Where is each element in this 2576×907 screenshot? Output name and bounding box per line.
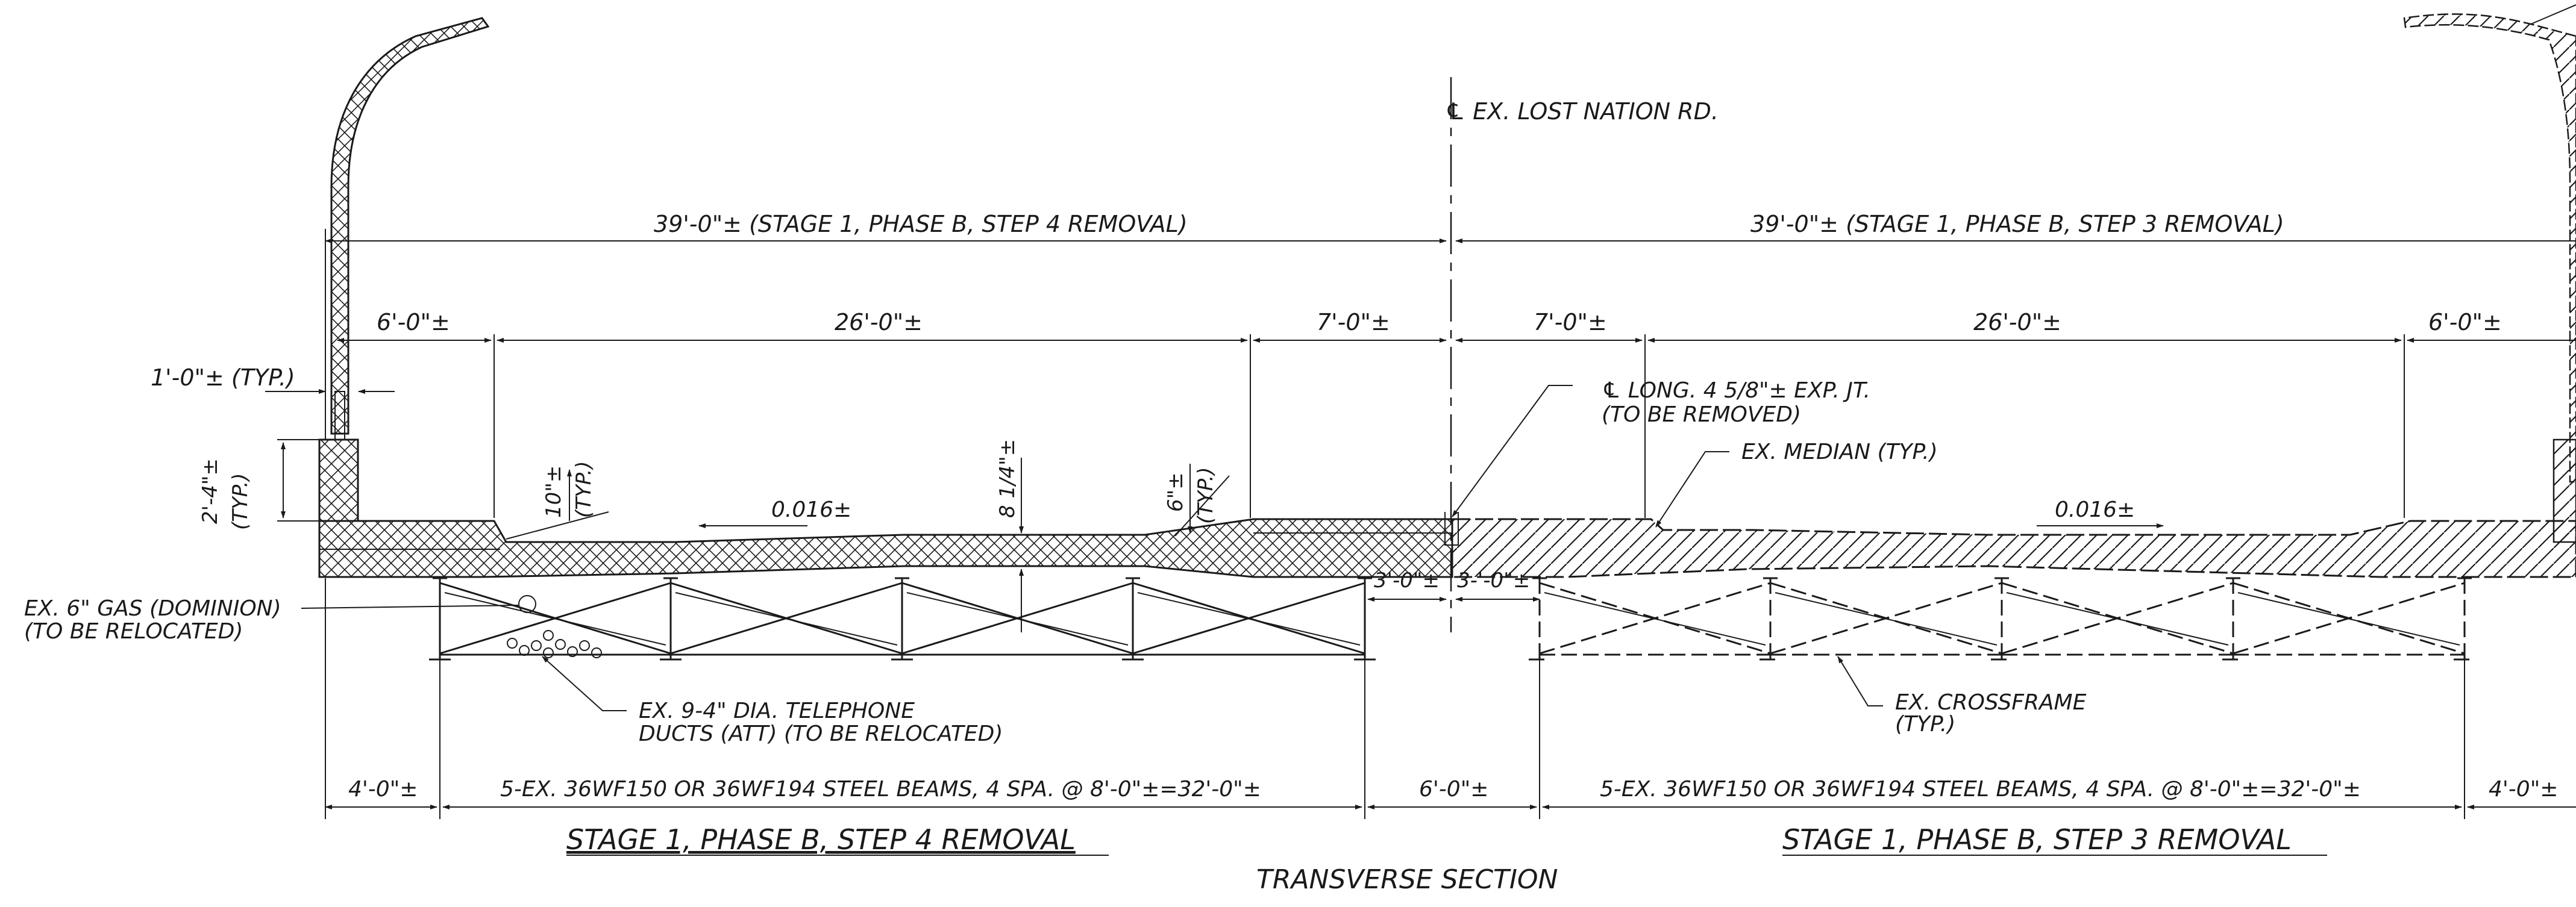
note-rail-width: 1'-0"± (TYP.) bbox=[151, 364, 295, 391]
note-curb-typ: (TYP.) bbox=[572, 461, 596, 518]
dim-overhang-left: 4'-0"± bbox=[348, 777, 418, 802]
note-gas-line2: (TO BE RELOCATED) bbox=[24, 619, 243, 644]
right-crossframe-4 bbox=[2233, 582, 2465, 656]
right-beam-5 bbox=[2454, 577, 2475, 661]
dim-26ft-left: 26'-0"± bbox=[835, 309, 923, 335]
left-crossframe-1 bbox=[439, 582, 671, 656]
left-beam-1 bbox=[429, 577, 451, 661]
right-crossframe-2 bbox=[1770, 582, 2002, 656]
left-beam-5 bbox=[1354, 577, 1376, 661]
note-deck-depth: 8 1/4"± bbox=[995, 439, 1020, 518]
dim-center-gap: 6'-0"± bbox=[1419, 777, 1488, 802]
gas-pipe bbox=[518, 595, 536, 613]
left-beam-3 bbox=[891, 577, 913, 661]
left-crossframe-2 bbox=[670, 582, 903, 656]
note-gas-line1: EX. 6" GAS (DOMINION) bbox=[24, 596, 281, 621]
note-gap-left: 3'-0"± bbox=[1374, 569, 1440, 593]
note-median: EX. MEDIAN (TYP.) bbox=[1741, 440, 1938, 464]
leader-ducts bbox=[542, 656, 627, 711]
note-crossframe-line1: EX. CROSSFRAME bbox=[1895, 690, 2087, 715]
dim-beams-right: 5-EX. 36WF150 OR 36WF194 STEEL BEAMS, 4 … bbox=[1600, 777, 2361, 802]
right-crossframe-1 bbox=[1539, 582, 1771, 656]
note-parapet-typ: (TYP.) bbox=[228, 473, 252, 530]
leader-median-depth bbox=[1174, 475, 1230, 537]
note-slope-right: 0.016± bbox=[2055, 497, 2135, 522]
note-median-typ: (TYP.) bbox=[1194, 467, 1218, 524]
left-crossframe-4 bbox=[1132, 582, 1365, 656]
left-crossframe-3 bbox=[901, 582, 1133, 656]
dim-6ft-left: 6'-0"± bbox=[377, 309, 450, 335]
leader-crossframe bbox=[1837, 656, 1883, 706]
left-beam-4 bbox=[1122, 577, 1144, 661]
note-ducts-line1: EX. 9-4" DIA. TELEPHONE bbox=[639, 699, 915, 723]
expansion-joint bbox=[1444, 512, 1459, 546]
deck-right bbox=[1451, 518, 2576, 578]
title-right: STAGE 1, PHASE B, STEP 3 REMOVAL bbox=[1782, 823, 2292, 856]
dim-7ft-left: 7'-0"± bbox=[1317, 309, 1390, 335]
beams-left bbox=[429, 577, 1376, 661]
note-curb-height: 10"± bbox=[542, 466, 566, 518]
light-pole-right bbox=[2403, 4, 2576, 543]
title-main: TRANSVERSE SECTION bbox=[1256, 864, 1558, 895]
note-gap-right: 3-'-0"± bbox=[1457, 569, 1530, 593]
telephone-ducts bbox=[507, 630, 602, 658]
title-left: STAGE 1, PHASE B, STEP 4 REMOVAL bbox=[566, 823, 1076, 856]
centerline-label: ℄ EX. LOST NATION RD. bbox=[1445, 98, 1719, 125]
dim-7ft-right: 7'-0"± bbox=[1534, 309, 1607, 335]
dim-beams-left: 5-EX. 36WF150 OR 36WF194 STEEL BEAMS, 4 … bbox=[500, 777, 1261, 802]
leader-expansion-joint bbox=[1452, 385, 1573, 517]
note-median-depth: 6"± bbox=[1164, 472, 1188, 512]
dim-26ft-right: 26'-0"± bbox=[1973, 309, 2061, 335]
dim-overhang-right: 4'-0"± bbox=[2489, 777, 2558, 802]
right-beam-1 bbox=[1529, 577, 1550, 661]
right-crossframe-3 bbox=[2001, 582, 2234, 656]
deck-left bbox=[318, 438, 1453, 578]
dim-overall-left: 39'-0"± (STAGE 1, PHASE B, STEP 4 REMOVA… bbox=[654, 211, 1188, 237]
leader-curb bbox=[506, 511, 609, 540]
right-beam-3 bbox=[1991, 577, 2013, 661]
note-ducts-line2: DUCTS (ATT) (TO BE RELOCATED) bbox=[639, 722, 1003, 746]
note-joint-line2: (TO BE REMOVED) bbox=[1602, 402, 1801, 427]
note-crossframe-line2: (TYP.) bbox=[1895, 712, 1955, 737]
beams-right bbox=[1529, 577, 2475, 661]
dim-6ft-right: 6'-0"± bbox=[2428, 309, 2502, 335]
right-beam-2 bbox=[1760, 577, 1781, 661]
left-beam-2 bbox=[660, 577, 682, 661]
light-pole-left bbox=[330, 17, 490, 440]
note-slope-left: 0.016± bbox=[771, 497, 851, 522]
note-joint-line1: ℄ LONG. 4 5/8"± EXP. JT. bbox=[1602, 378, 1870, 403]
leader-median bbox=[1655, 451, 1729, 528]
dim-overall-right: 39'-0"± (STAGE 1, PHASE B, STEP 3 REMOVA… bbox=[1750, 211, 2284, 237]
note-parapet-height: 2'-4"± bbox=[198, 458, 222, 524]
right-beam-4 bbox=[2222, 577, 2244, 661]
leader-gas bbox=[301, 605, 519, 609]
